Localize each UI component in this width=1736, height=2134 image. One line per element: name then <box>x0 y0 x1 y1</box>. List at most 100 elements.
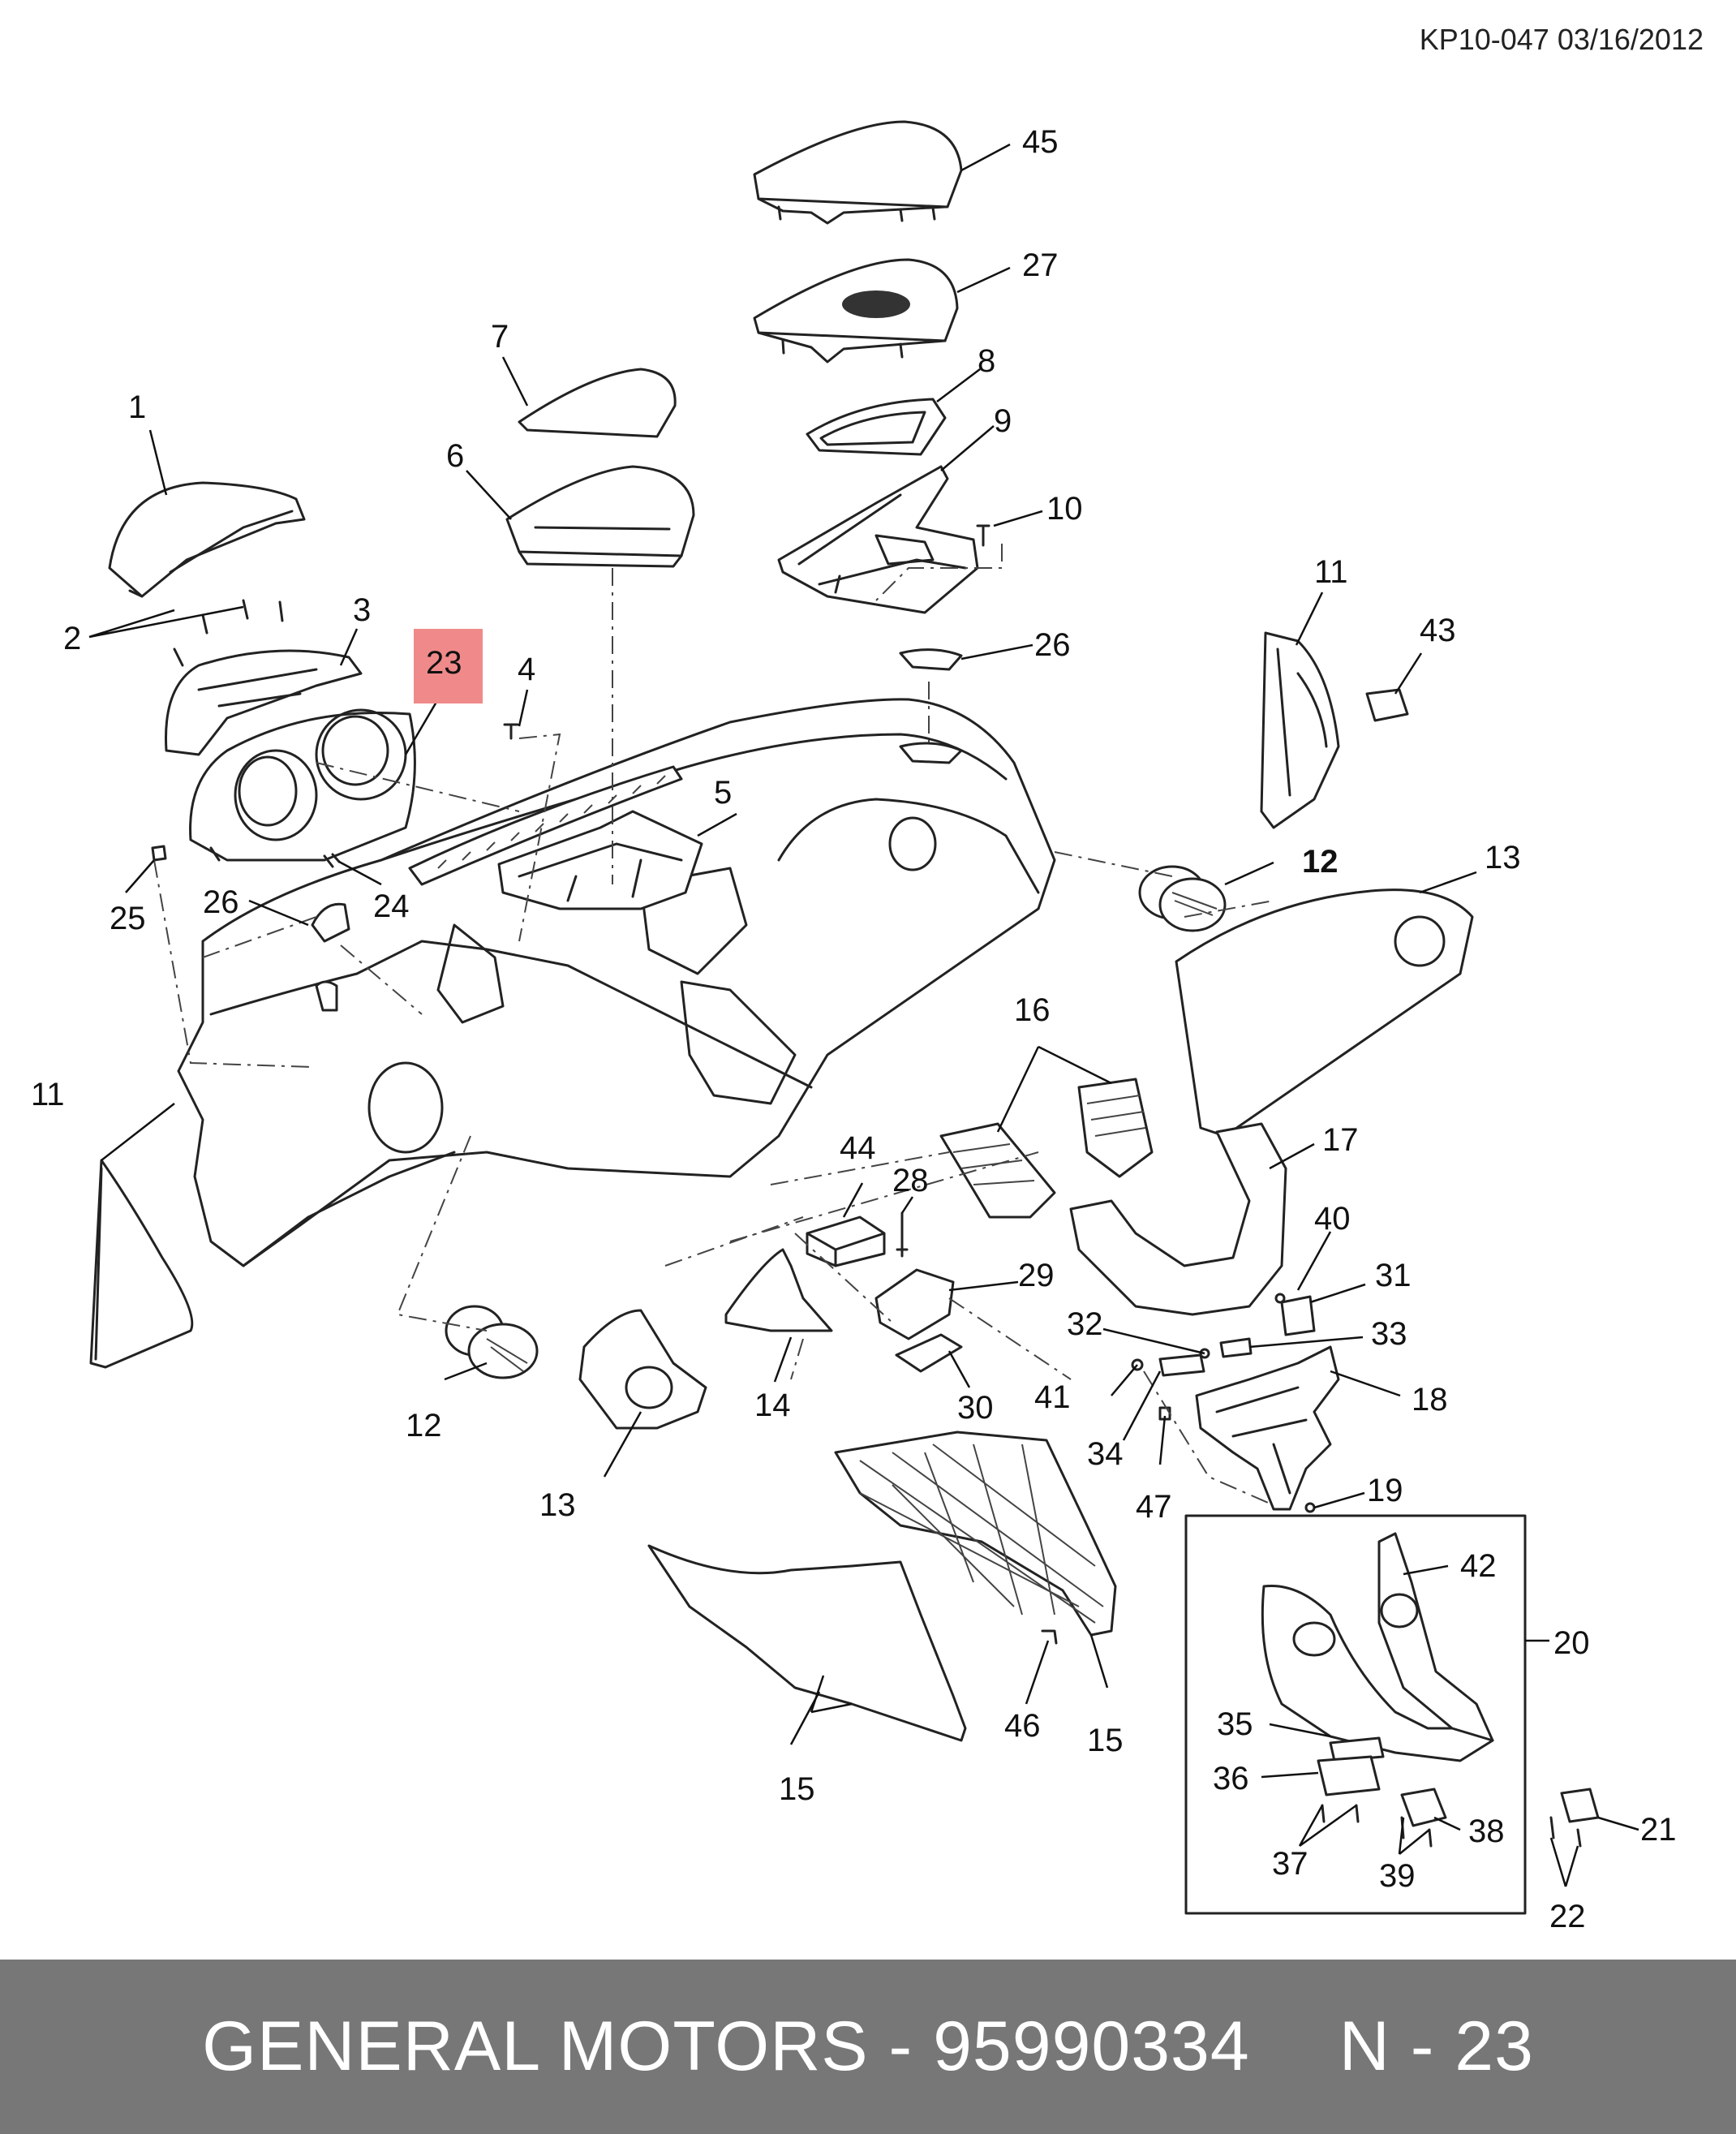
callout-45: 45 <box>1022 124 1059 160</box>
callout-1: 1 <box>128 389 146 425</box>
part-18-center-bracket <box>1195 1345 1340 1511</box>
part-16-center-air-vents <box>939 1078 1154 1219</box>
callout-11-left: 11 <box>31 1077 65 1112</box>
callout-25: 25 <box>110 901 146 936</box>
part-44-control-module <box>806 1215 886 1267</box>
part-23-instrument-cluster <box>189 708 416 868</box>
part-37-screws <box>1321 1804 1360 1823</box>
part-24-screw <box>331 853 341 863</box>
part-17-center-trim-bezel <box>1069 1122 1287 1316</box>
callout-40: 40 <box>1314 1201 1351 1237</box>
part-1-cluster-hood <box>108 481 306 598</box>
callout-39: 39 <box>1379 1858 1416 1894</box>
part-34-switch <box>1158 1353 1205 1377</box>
callout-4: 4 <box>518 652 535 687</box>
part-43-switch <box>1365 688 1409 722</box>
part-42-console-trim-plate <box>1261 1532 1494 1762</box>
part-38-switch <box>1400 1788 1447 1827</box>
callout-22: 22 <box>1549 1899 1586 1934</box>
part-30-insert <box>895 1333 963 1373</box>
callout-37: 37 <box>1272 1846 1308 1882</box>
part-15-lower-trim-panel-upper <box>834 1431 1117 1637</box>
callout-17: 17 <box>1322 1122 1359 1158</box>
part-27-speaker-grille-cover <box>753 258 959 364</box>
part-12-left-air-vent <box>445 1305 539 1379</box>
callout-24: 24 <box>373 888 410 924</box>
callout-11-right: 11 <box>1314 554 1348 590</box>
part-7-lid <box>518 368 677 438</box>
part-19-screw <box>1304 1502 1316 1513</box>
part-3-cluster-bezel <box>165 649 363 756</box>
callout-13-right: 13 <box>1485 840 1521 876</box>
callout-41: 41 <box>1034 1379 1071 1415</box>
callout-9: 9 <box>994 403 1012 439</box>
part-5-display-bracket <box>497 810 703 910</box>
callout-8: 8 <box>978 343 995 379</box>
part-11-left-end-cover <box>89 1159 194 1369</box>
callout-44: 44 <box>840 1130 876 1166</box>
callout-15-right: 15 <box>1087 1723 1124 1758</box>
callout-19: 19 <box>1367 1473 1403 1508</box>
part-31-switch <box>1280 1295 1316 1336</box>
callout-7: 7 <box>491 319 509 355</box>
callout-47: 47 <box>1136 1489 1172 1525</box>
callout-13-left: 13 <box>539 1487 576 1523</box>
callout-16: 16 <box>1014 992 1051 1028</box>
callout-36: 36 <box>1213 1761 1249 1796</box>
callout-5: 5 <box>714 775 732 811</box>
part-28-clip <box>896 1211 909 1258</box>
callout-15-bottom: 15 <box>779 1771 815 1807</box>
callout-42: 42 <box>1460 1548 1497 1584</box>
callout-leader-lines <box>88 143 1639 1887</box>
callout-12-left: 12 <box>406 1408 442 1443</box>
callout-28: 28 <box>892 1163 929 1198</box>
part-10-screw <box>976 524 990 547</box>
callout-14: 14 <box>754 1388 791 1423</box>
part-26-defroster-vent-upper <box>899 648 963 764</box>
callout-20: 20 <box>1553 1625 1590 1661</box>
part-35-switch-bank <box>1329 1736 1385 1762</box>
callout-2: 2 <box>63 621 81 656</box>
part-33-switch <box>1219 1337 1253 1358</box>
callout-18: 18 <box>1412 1382 1448 1418</box>
part-36-switch-bank <box>1317 1755 1381 1796</box>
callout-26-upper: 26 <box>1034 627 1071 663</box>
callout-12-right: 12 <box>1302 844 1339 880</box>
footer-reference: N - 23 <box>1339 2007 1534 2085</box>
callout-46: 46 <box>1004 1708 1041 1744</box>
part-11-right-end-cover <box>1260 631 1340 829</box>
callout-10: 10 <box>1046 491 1083 527</box>
callout-35: 35 <box>1217 1706 1253 1742</box>
part-46-clip <box>1041 1629 1058 1645</box>
callout-27: 27 <box>1022 247 1059 283</box>
callout-29: 29 <box>1018 1258 1055 1293</box>
callout-26-side: 26 <box>203 884 239 920</box>
part-20-console-group-box <box>1184 1514 1527 1915</box>
part-22-screws <box>1549 1816 1582 1848</box>
defroster-grille <box>408 765 683 886</box>
callout-38: 38 <box>1468 1813 1505 1849</box>
callout-32: 32 <box>1067 1306 1103 1342</box>
callout-23: 23 <box>426 645 462 681</box>
part-2-screws <box>173 599 284 667</box>
part-41-screw <box>1131 1358 1144 1371</box>
part-25-clip <box>151 845 167 862</box>
part-21-switch <box>1560 1788 1600 1823</box>
part-29-cup-holder <box>874 1268 955 1340</box>
exploded-parts-diagram: 45 27 8 9 10 7 6 1 2 3 23 4 26 5 11 43 1… <box>31 120 1677 1934</box>
part-26-side-vent <box>311 902 350 1012</box>
drawing-code: KP10-047 03/16/2012 <box>1419 23 1704 56</box>
callout-43: 43 <box>1420 613 1456 648</box>
footer-part-title: GENERAL MOTORS - 95990334 <box>202 2007 1250 2085</box>
part-13-left-knee-bolster <box>578 1309 707 1430</box>
part-4-screw <box>503 723 519 740</box>
part-12-right-air-vent <box>1138 865 1227 932</box>
callout-labels: 45 27 8 9 10 7 6 1 2 3 23 4 26 5 11 43 1… <box>31 124 1677 1934</box>
part-13-glove-box-door <box>1175 888 1474 1138</box>
callout-30: 30 <box>957 1390 994 1426</box>
callout-33: 33 <box>1371 1316 1407 1352</box>
callout-34: 34 <box>1087 1436 1124 1472</box>
callout-21: 21 <box>1640 1812 1677 1848</box>
part-9-storage-bin <box>777 465 979 614</box>
